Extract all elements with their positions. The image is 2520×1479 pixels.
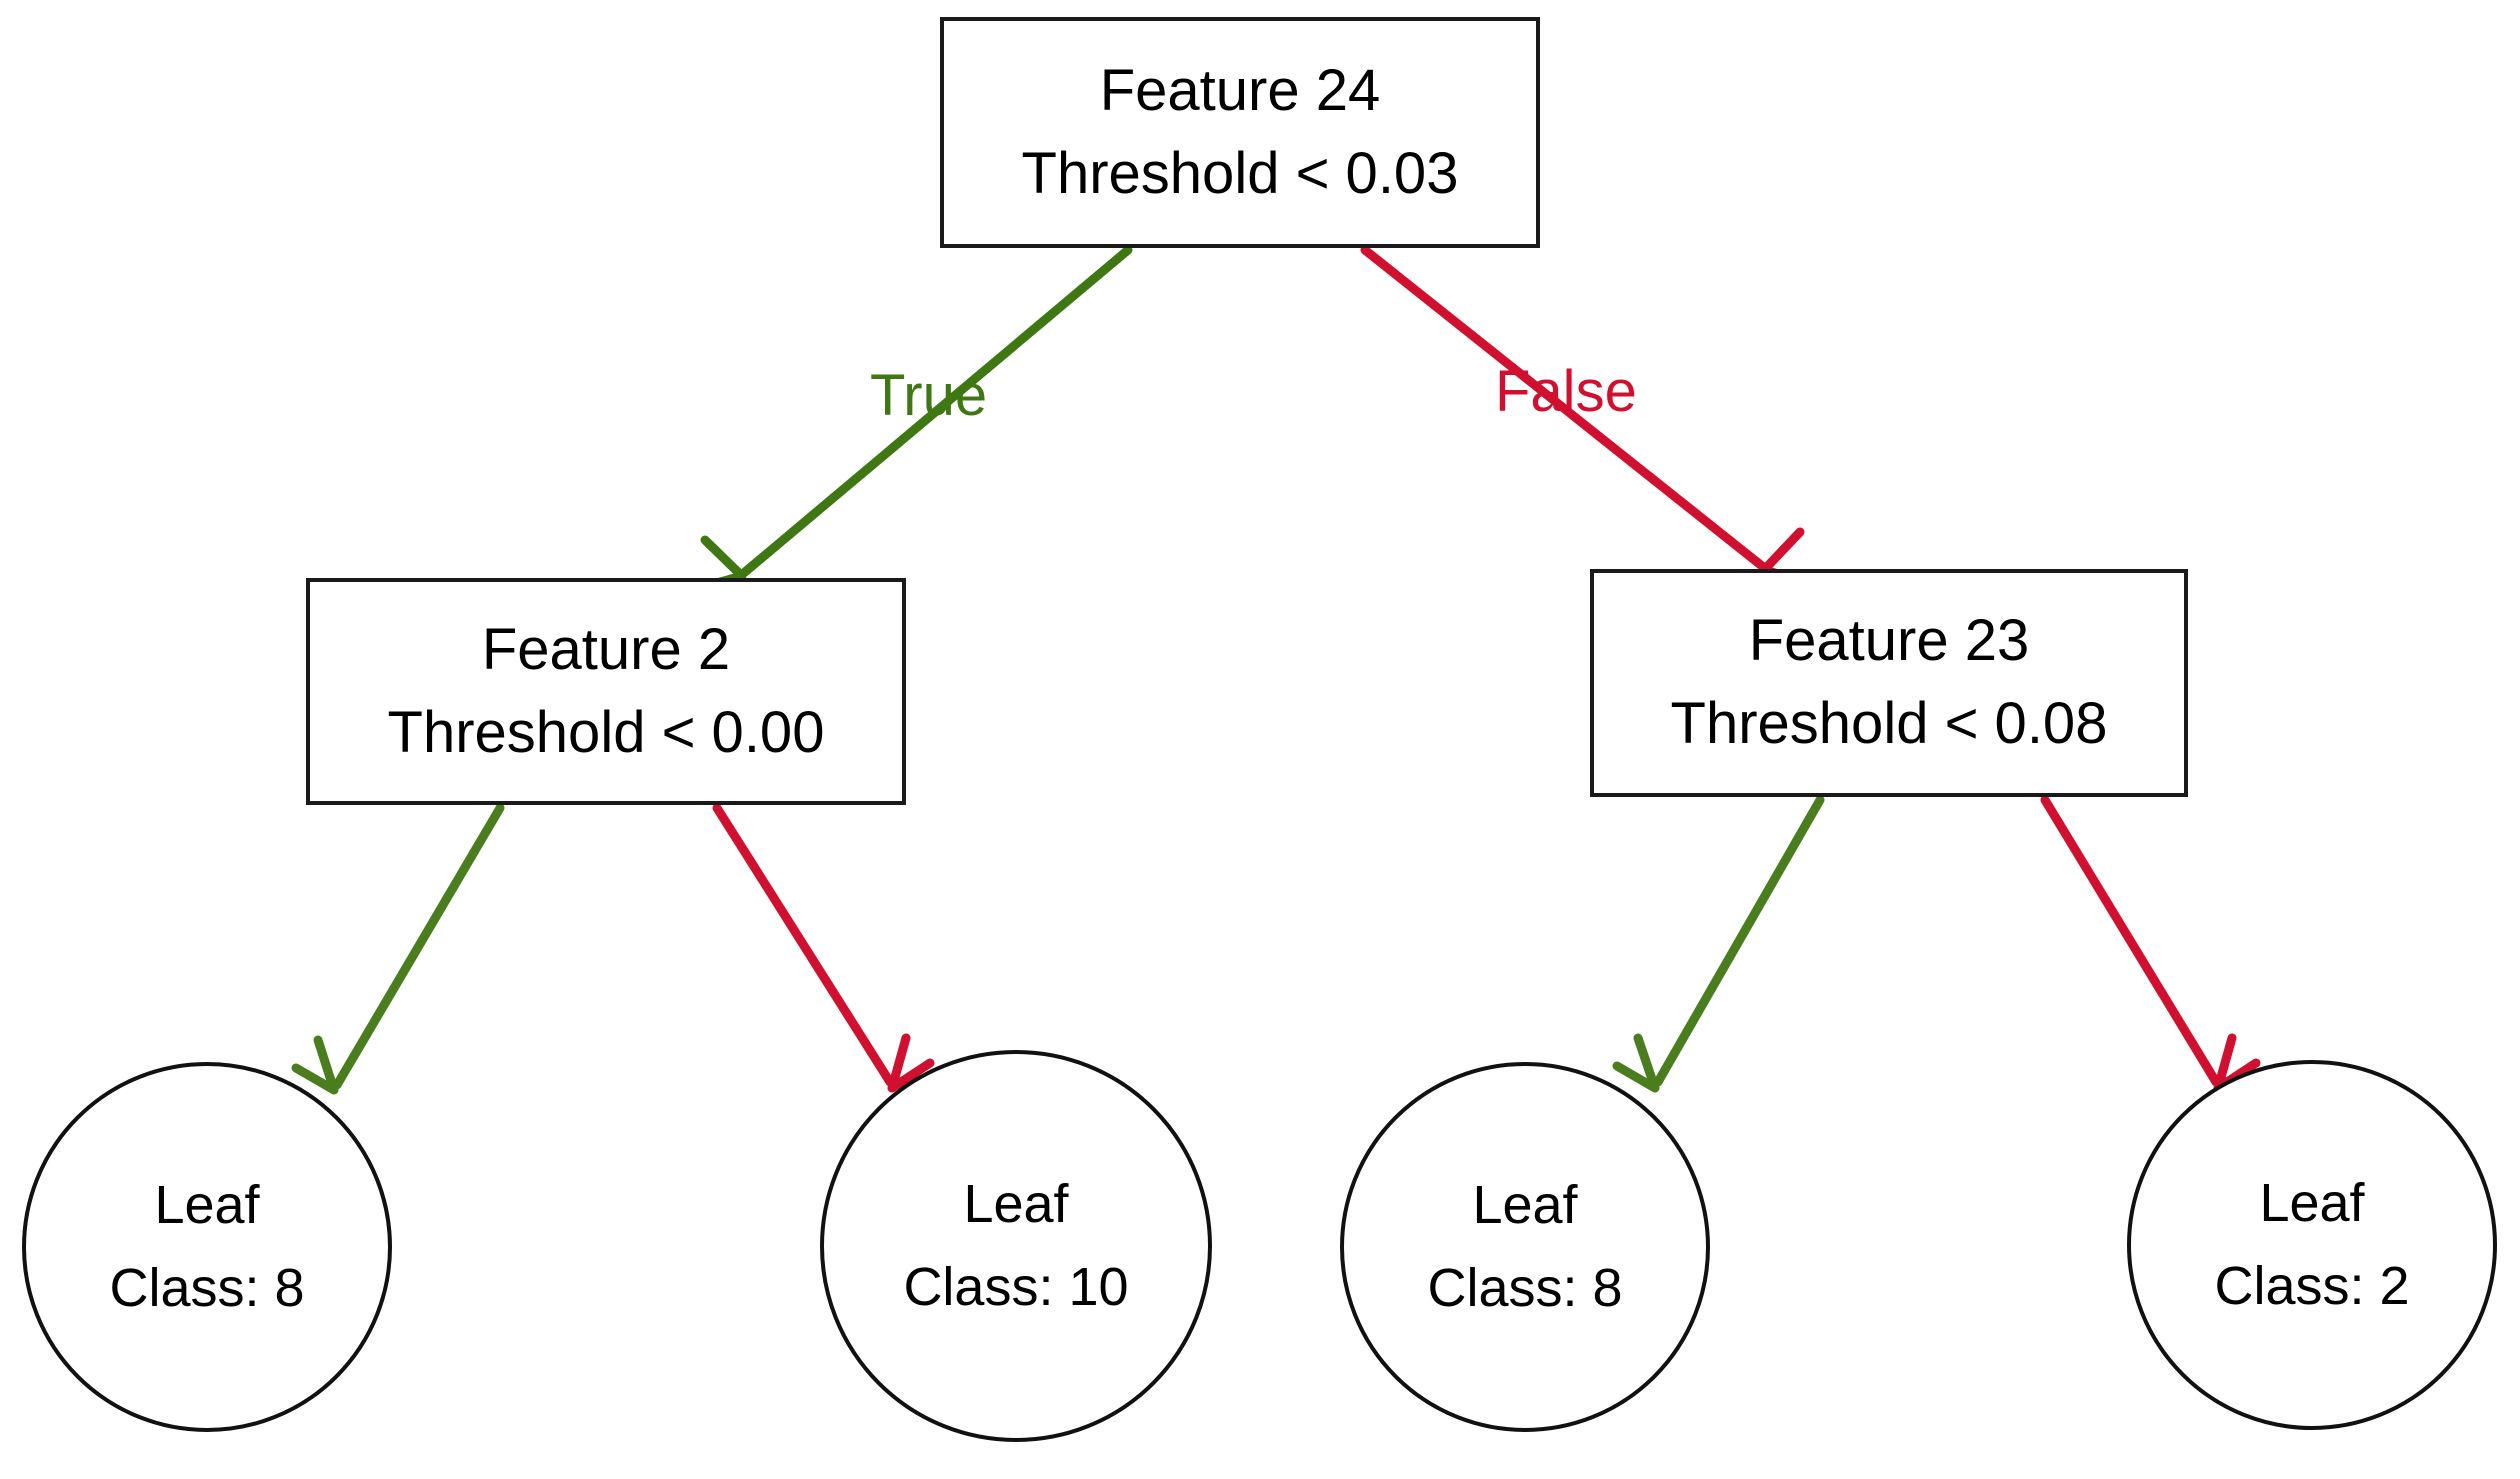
node-feature-label: Feature 2	[481, 616, 731, 682]
decision-node-left[interactable]: Feature 2 Threshold < 0.00	[306, 578, 906, 805]
leaf-class-label: Class: 8	[109, 1258, 305, 1318]
edge-label-false: False	[1495, 359, 1637, 424]
leaf-node-3[interactable]: Leaf Class: 8	[1340, 1062, 1710, 1432]
leaf-class-label: Class: 2	[2214, 1256, 2410, 1316]
leaf-title: Leaf	[2259, 1173, 2365, 1234]
node-threshold-label: Threshold < 0.08	[1670, 691, 2108, 756]
node-feature-label: Feature 23	[1748, 608, 2030, 674]
leaf-title: Leaf	[154, 1175, 260, 1236]
leaf-class-label: Class: 10	[903, 1257, 1129, 1317]
leaf-class-label: Class: 8	[1427, 1258, 1623, 1318]
leaf-title: Leaf	[963, 1174, 1069, 1235]
edge-left-to-leaf2-false	[712, 803, 935, 1093]
node-feature-label: Feature 24	[1099, 57, 1381, 123]
leaf-node-1[interactable]: Leaf Class: 8	[22, 1062, 392, 1432]
edge-right-to-leaf3-true	[1612, 795, 1825, 1093]
leaf-node-4[interactable]: Leaf Class: 2	[2127, 1060, 2497, 1430]
edge-right-to-leaf4-false	[2040, 795, 2261, 1093]
edge-left-to-leaf1-true	[291, 803, 505, 1095]
decision-node-right[interactable]: Feature 23 Threshold < 0.08	[1590, 569, 2188, 797]
node-threshold-label: Threshold < 0.00	[387, 699, 825, 765]
edge-label-true: True	[870, 363, 988, 428]
leaf-title: Leaf	[1472, 1175, 1578, 1236]
leaf-node-2[interactable]: Leaf Class: 10	[820, 1050, 1212, 1442]
decision-node-root[interactable]: Feature 24 Threshold < 0.03	[940, 17, 1540, 248]
node-threshold-label: Threshold < 0.03	[1021, 140, 1459, 206]
